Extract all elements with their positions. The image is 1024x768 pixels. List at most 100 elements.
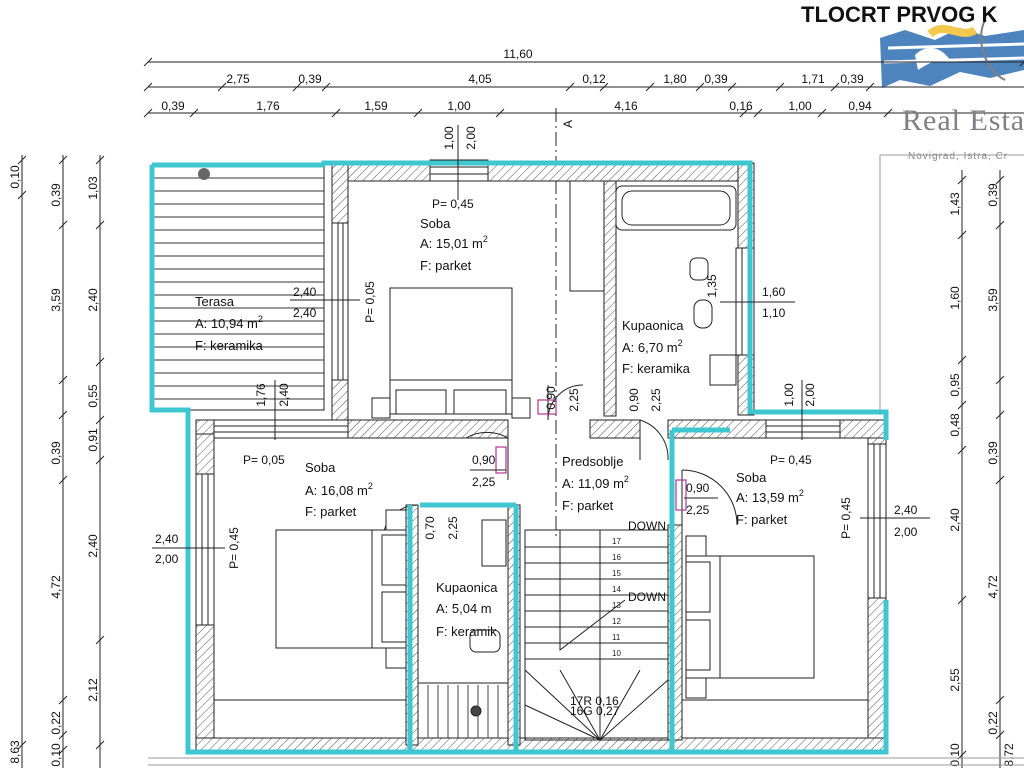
svg-text:0,70: 0,70: [423, 516, 437, 540]
svg-text:A: 10,94 m2: A: 10,94 m2: [195, 314, 263, 331]
svg-text:11: 11: [612, 633, 621, 642]
terrace-label: Terasa A: 10,94 m2 F: keramika: [195, 294, 264, 353]
svg-text:1,43: 1,43: [948, 192, 962, 216]
svg-text:P= 0,45: P= 0,45: [227, 527, 241, 569]
svg-text:A: A: [561, 120, 575, 128]
right-dimensions: [957, 170, 1005, 768]
svg-text:2,40: 2,40: [155, 532, 179, 546]
svg-text:2,75: 2,75: [226, 72, 250, 86]
sink2-icon: [481, 519, 507, 567]
svg-text:1,60: 1,60: [762, 285, 786, 299]
svg-text:0,12: 0,12: [582, 72, 606, 86]
svg-text:A: 11,09 m2: A: 11,09 m2: [562, 474, 629, 491]
svg-text:13: 13: [612, 601, 621, 610]
svg-text:0,22: 0,22: [49, 711, 63, 735]
svg-text:4,72: 4,72: [49, 575, 63, 599]
toilet-icon: [689, 257, 709, 281]
svg-text:4,16: 4,16: [614, 99, 638, 113]
svg-text:1,35: 1,35: [705, 274, 719, 298]
dove-icon: [915, 48, 950, 70]
svg-text:2,40: 2,40: [86, 534, 100, 558]
svg-text:14: 14: [612, 585, 621, 594]
brand-name: Real Esta: [902, 104, 1024, 137]
svg-text:0,90: 0,90: [686, 481, 710, 495]
svg-text:P= 0,05: P= 0,05: [363, 281, 377, 323]
svg-text:A: 6,70 m2: A: 6,70 m2: [622, 338, 683, 355]
svg-text:2,25: 2,25: [446, 516, 460, 540]
svg-text:F: keramika: F: keramika: [622, 361, 691, 376]
svg-text:2,00: 2,00: [464, 126, 478, 150]
svg-text:Predsoblje: Predsoblje: [562, 454, 623, 469]
svg-text:A: 5,04 m: A: 5,04 m: [436, 601, 492, 616]
right-dim-labels: 1,43 1,60 0,95 0,48 2,40 2,55 0,10 0,39 …: [948, 183, 1016, 767]
svg-text:P= 0,45: P= 0,45: [770, 453, 812, 467]
svg-text:F: parket: F: parket: [420, 258, 472, 273]
svg-text:2,25: 2,25: [472, 475, 496, 489]
bathroom-1-label: Kupaonica A: 6,70 m2 F: keramika: [622, 318, 691, 376]
brand-subtitle: Novigrad, Istra, Cr: [908, 151, 1009, 162]
svg-text:17R 0,16: 17R 0,16: [570, 694, 619, 708]
svg-text:0,10: 0,10: [49, 743, 63, 767]
bidet-icon: [693, 299, 713, 329]
sink-icon: [709, 354, 737, 386]
left-dimensions: [17, 155, 105, 768]
svg-text:0,48: 0,48: [948, 413, 962, 437]
svg-text:2,25: 2,25: [649, 388, 663, 412]
svg-text:1,80: 1,80: [663, 72, 687, 86]
room-1-label: Soba A: 15,01 m2 F: parket: [420, 216, 488, 273]
drain-icon: [198, 168, 210, 180]
svg-text:0,39: 0,39: [704, 72, 728, 86]
svg-text:16G 0,27: 16G 0,27: [570, 704, 620, 718]
door-annotations: 0,90 2,25 0,90 2,25 0,90 2,25 0,90 2,25 …: [423, 386, 718, 540]
window-room2-top-annot: 1,76 2,40 P= 0,05: [243, 380, 291, 467]
svg-text:2,40: 2,40: [293, 306, 317, 320]
svg-text:1,76: 1,76: [254, 383, 268, 407]
window-top-annot: 1,00 2,00 P= 0,45: [432, 125, 478, 211]
toilet2-icon: [469, 629, 501, 653]
svg-text:0,10: 0,10: [948, 743, 962, 767]
svg-text:1,10: 1,10: [762, 306, 786, 320]
svg-text:A: 13,59 m2: A: 13,59 m2: [736, 488, 804, 505]
svg-text:4,72: 4,72: [986, 575, 1000, 599]
window-bath-annot: 1,60 1,10 1,35: [705, 274, 795, 320]
svg-text:P= 0,45: P= 0,45: [839, 497, 853, 539]
terrace-deck: [151, 164, 325, 411]
svg-text:2,25: 2,25: [686, 503, 710, 517]
svg-text:Terasa: Terasa: [195, 294, 235, 309]
svg-text:F: keramika: F: keramika: [195, 338, 264, 353]
svg-text:2,40: 2,40: [293, 285, 317, 299]
furniture: [213, 180, 869, 739]
svg-text:0,16: 0,16: [729, 99, 753, 113]
svg-text:0,39: 0,39: [986, 441, 1000, 465]
dim-total-width: 11,60: [503, 47, 532, 61]
dim-row3-labels: 0,39 1,76 1,59 1,00 4,16 0,16 1,00 0,94: [161, 99, 872, 113]
svg-text:0,90: 0,90: [627, 388, 641, 412]
svg-text:0,90: 0,90: [472, 453, 496, 467]
svg-text:F: keramik: F: keramik: [436, 624, 497, 639]
svg-text:3,59: 3,59: [986, 288, 1000, 312]
svg-text:0,39: 0,39: [986, 183, 1000, 207]
svg-text:1,00: 1,00: [442, 126, 456, 150]
hallway-label: Predsoblje A: 11,09 m2 F: parket: [562, 454, 629, 513]
plan-title: TLOCRT PRVOG K: [801, 2, 998, 27]
svg-text:0,39: 0,39: [840, 72, 864, 86]
svg-text:Kupaonica: Kupaonica: [622, 318, 684, 333]
svg-text:8,72: 8,72: [1002, 743, 1016, 767]
svg-text:Soba: Soba: [736, 470, 767, 485]
room-3-label: Soba A: 13,59 m2 F: parket: [736, 470, 804, 527]
svg-text:2,12: 2,12: [86, 678, 100, 702]
svg-text:0,94: 0,94: [848, 99, 872, 113]
svg-text:0,39: 0,39: [49, 183, 63, 207]
svg-text:0,55: 0,55: [86, 384, 100, 408]
svg-text:2,00: 2,00: [803, 383, 817, 407]
room-2-label: Soba A: 16,08 m2 F: parket: [305, 460, 373, 519]
svg-text:2,40: 2,40: [948, 508, 962, 532]
svg-text:DOWN: DOWN: [628, 590, 666, 604]
svg-text:0,10: 0,10: [8, 165, 22, 189]
left-dim-labels: 0,10 8,63 0,39 3,59 0,39 4,72 0,22 0,10 …: [8, 165, 100, 767]
svg-text:8,63: 8,63: [8, 740, 22, 764]
svg-text:F: parket: F: parket: [562, 498, 614, 513]
bathroom-2-label: Kupaonica A: 5,04 m F: keramik: [436, 580, 498, 639]
svg-text:Kupaonica: Kupaonica: [436, 580, 498, 595]
